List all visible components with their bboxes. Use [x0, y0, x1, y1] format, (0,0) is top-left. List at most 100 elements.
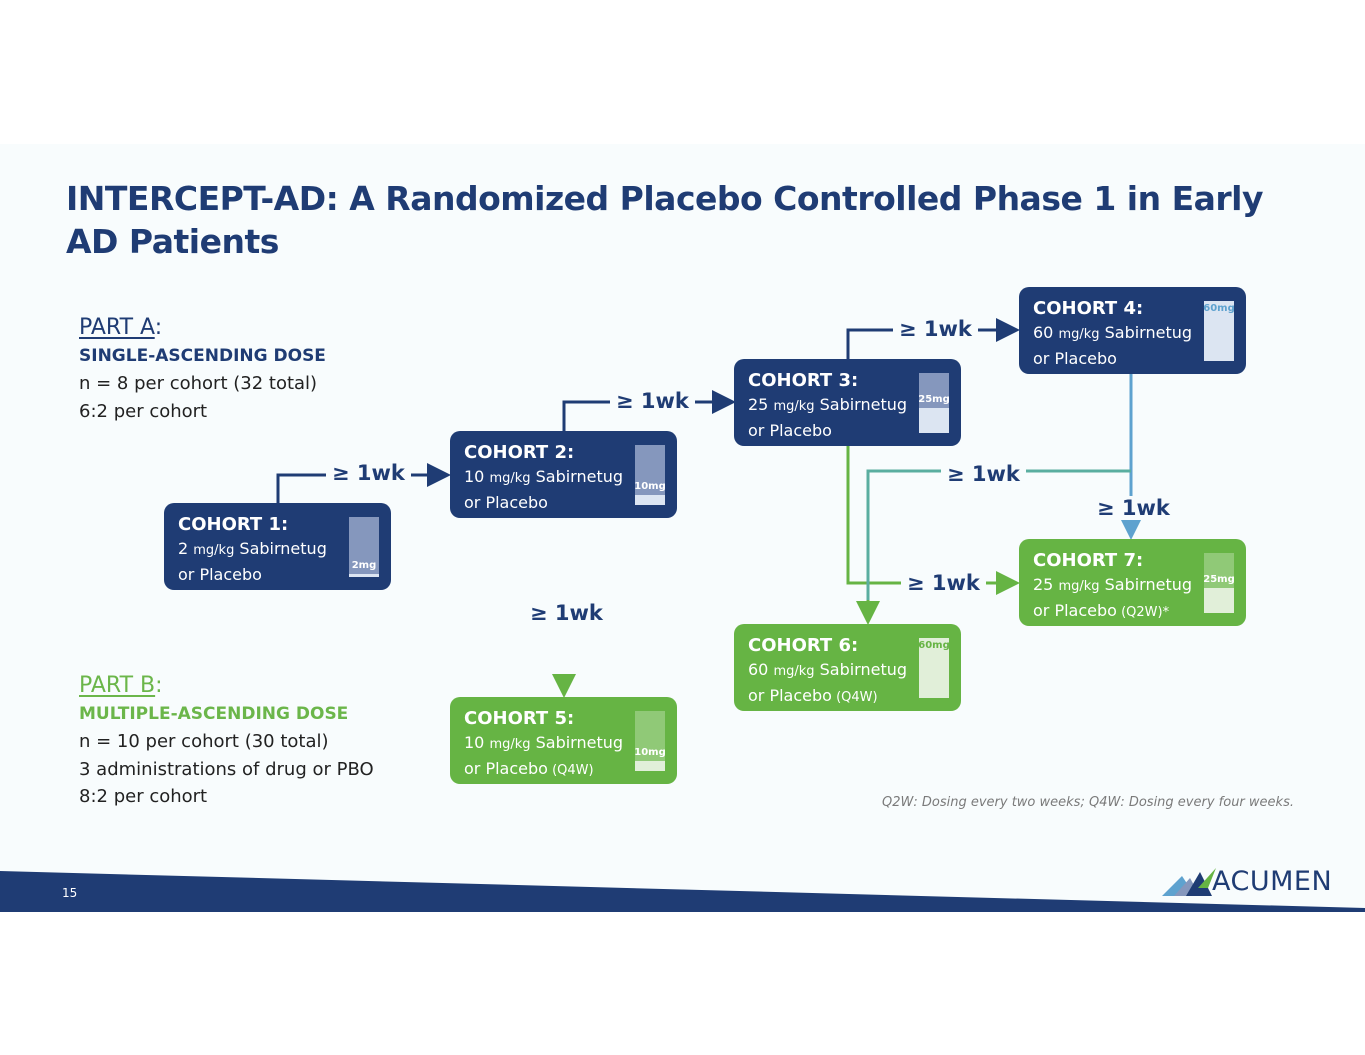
gauge-fill	[919, 408, 949, 433]
cohort-unit: mg/kg	[489, 737, 531, 752]
part-a-line: n = 8 per cohort (32 total)	[79, 373, 318, 394]
cohort-arm: or Placebo	[748, 421, 832, 440]
cohort-dose: 25	[748, 395, 774, 414]
gauge-fill	[635, 761, 665, 771]
cohort-dose: 10	[464, 467, 490, 486]
dose-gauge: 10mg	[634, 445, 666, 505]
part-a-line: 6:2 per cohort	[79, 400, 208, 422]
cohort-title: COHORT 1:	[178, 514, 289, 535]
cohort-arm-line: or Placebo (Q4W)	[464, 757, 663, 783]
cohort-dose: 60	[1033, 323, 1059, 342]
cohort-dose: 2	[178, 539, 194, 558]
cohort-arm-line: or Placebo	[1033, 347, 1232, 371]
cohort-drug: Sabirnetug	[530, 467, 624, 486]
cohort-dose: 10	[464, 733, 490, 752]
interval-label: ≥ 1wk	[326, 461, 411, 485]
dose-gauge: 25mg	[1203, 553, 1235, 613]
cohort-dose: 25	[1033, 575, 1059, 594]
gauge-empty	[1204, 553, 1234, 588]
part-a-heading: PART A	[79, 315, 155, 340]
cohort-unit: mg/kg	[773, 399, 815, 414]
part-a-description: PART A: SINGLE-ASCENDING DOSE n = 8 per …	[79, 314, 326, 425]
slide-title: INTERCEPT-AD: A Randomized Placebo Contr…	[66, 179, 1264, 261]
gauge-fill	[1204, 301, 1234, 361]
interval-label: ≥ 1wk	[524, 601, 609, 625]
gauge-label: 10mg	[634, 481, 666, 492]
cohort-unit: mg/kg	[773, 664, 815, 679]
interval-label: ≥ 1wk	[1091, 496, 1176, 520]
page-number: 15	[62, 886, 78, 900]
cohort-arm: or Placebo	[178, 565, 262, 584]
cohort-schedule: (Q4W)	[547, 763, 594, 778]
gauge-fill	[919, 638, 949, 698]
cohort-arm-line: or Placebo (Q4W)	[748, 684, 947, 710]
cohort-drug: Sabirnetug	[1099, 575, 1193, 594]
cohort-arm-line: or Placebo	[464, 491, 663, 515]
gauge-empty	[349, 517, 379, 574]
cohort-unit: mg/kg	[193, 543, 235, 558]
cohort-arm-line: or Placebo	[178, 563, 377, 587]
connector-c4-c6	[866, 469, 1131, 622]
cohort-2-box: COHORT 2: 10 mg/kg Sabirnetug or Placebo 10…	[450, 431, 677, 518]
gauge-label: 10mg	[634, 747, 666, 758]
part-b-description: PART B: MULTIPLE-ASCENDING DOSE n = 10 p…	[79, 672, 374, 811]
gauge-empty	[919, 373, 949, 408]
part-b-subtitle: MULTIPLE-ASCENDING DOSE	[79, 703, 349, 724]
gauge-label: 60mg	[918, 640, 950, 651]
gauge-empty	[635, 445, 665, 495]
cohort-arm: or Placebo	[1033, 349, 1117, 368]
part-a-subtitle: SINGLE-ASCENDING DOSE	[79, 345, 326, 366]
gauge-label: 25mg	[1203, 574, 1235, 585]
cohort-dose-line: 2 mg/kg Sabirnetug	[178, 537, 377, 563]
cohort-title: COHORT 2:	[464, 442, 575, 463]
cohort-arm: or Placebo	[464, 493, 548, 512]
cohort-drug: Sabirnetug	[1099, 323, 1193, 342]
cohort-title: COHORT 3:	[748, 370, 859, 391]
dose-gauge: 60mg	[918, 638, 950, 698]
gauge-label: 25mg	[918, 394, 950, 405]
dose-gauge: 10mg	[634, 711, 666, 771]
dose-gauge: 60mg	[1203, 301, 1235, 361]
cohort-title: COHORT 6:	[748, 635, 859, 656]
gauge-fill	[349, 574, 379, 577]
cohort-arm: or Placebo	[1033, 601, 1117, 620]
gauge-empty	[635, 711, 665, 761]
cohort-title: COHORT 5:	[464, 708, 575, 729]
cohort-title: COHORT 4:	[1033, 298, 1144, 319]
cohort-unit: mg/kg	[489, 471, 531, 486]
cohort-dose-line: 25 mg/kg Sabirnetug	[748, 393, 947, 419]
gauge-label: 2mg	[351, 560, 377, 571]
cohort-arm-line: or Placebo	[748, 419, 947, 443]
cohort-4-box: COHORT 4: 60 mg/kg Sabirnetug or Placebo 60…	[1019, 287, 1246, 374]
cohort-drug: Sabirnetug	[814, 660, 908, 679]
cohort-dose-line: 10 mg/kg Sabirnetug	[464, 731, 663, 757]
acumen-logo-text: ACUMEN	[1212, 866, 1333, 897]
part-b-line: 3 administrations of drug or PBO	[79, 758, 374, 780]
cohort-drug: Sabirnetug	[814, 395, 908, 414]
cohort-drug: Sabirnetug	[234, 539, 327, 558]
cohort-arm: or Placebo	[464, 759, 548, 778]
cohort-dose-line: 60 mg/kg Sabirnetug	[748, 658, 947, 684]
footnote: Q2W: Dosing every two weeks; Q4W: Dosing…	[882, 795, 1294, 810]
cohort-unit: mg/kg	[1058, 579, 1100, 594]
cohort-title: COHORT 7:	[1033, 550, 1144, 571]
interval-label: ≥ 1wk	[901, 571, 986, 595]
cohort-arm: or Placebo	[748, 686, 832, 705]
interval-label: ≥ 1wk	[610, 389, 695, 413]
dose-gauge: 25mg	[918, 373, 950, 433]
cohort-dose-line: 25 mg/kg Sabirnetug	[1033, 573, 1232, 599]
gauge-fill	[635, 495, 665, 505]
cohort-drug: Sabirnetug	[530, 733, 624, 752]
interval-label: ≥ 1wk	[941, 462, 1026, 486]
gauge-label: 60mg	[1203, 303, 1235, 314]
cohort-schedule: (Q2W)*	[1116, 605, 1170, 620]
gauge-fill	[1204, 588, 1234, 613]
part-b-heading: PART B	[79, 673, 156, 698]
cohort-arm-line: or Placebo (Q2W)*	[1033, 599, 1232, 625]
cohort-unit: mg/kg	[1058, 327, 1100, 342]
acumen-logo-icon	[1162, 868, 1216, 896]
